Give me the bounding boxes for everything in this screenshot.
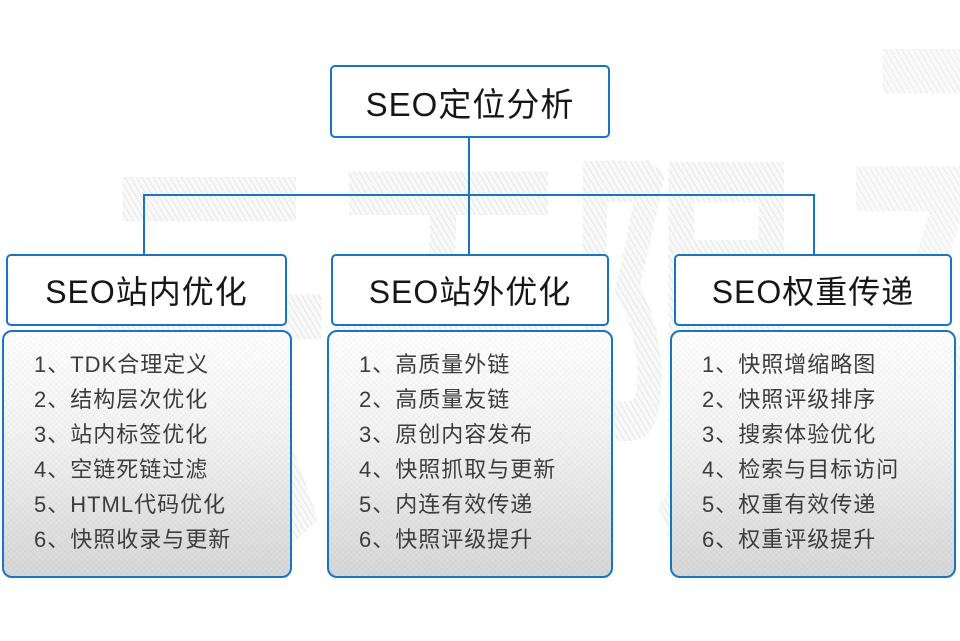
connector-drop-col3 <box>813 196 815 254</box>
list-item: 4、检索与目标访问 <box>702 457 900 482</box>
list-item: 2、高质量友链 <box>359 387 511 412</box>
list-item: 3、搜索体验优化 <box>702 422 877 447</box>
column-header-onsite: SEO站内优化 <box>6 254 287 326</box>
list-item: 2、快照评级排序 <box>702 387 877 412</box>
list-item: 6、快照收录与更新 <box>34 527 232 552</box>
list-item: 4、空链死链过滤 <box>34 457 209 482</box>
list-item: 5、权重有效传递 <box>702 492 877 517</box>
column-header-weight-transfer: SEO权重传递 <box>674 254 952 326</box>
root-node-seo-positioning: SEO定位分析 <box>330 65 610 138</box>
list-item: 6、快照评级提升 <box>359 527 534 552</box>
list-item: 3、站内标签优化 <box>34 422 209 447</box>
panel-offsite-items: 1、高质量外链 2、高质量友链 3、原创内容发布 4、快照抓取与更新 5、内连有… <box>327 330 613 578</box>
list-item: 3、原创内容发布 <box>359 422 534 447</box>
list-item: 2、结构层次优化 <box>34 387 209 412</box>
list-item: 5、内连有效传递 <box>359 492 534 517</box>
panel-onsite-items: 1、TDK合理定义 2、结构层次优化 3、站内标签优化 4、空链死链过滤 5、H… <box>2 330 292 578</box>
connector-root-vertical <box>468 136 470 196</box>
item-list: 1、TDK合理定义 2、结构层次优化 3、站内标签优化 4、空链死链过滤 5、H… <box>4 332 290 557</box>
column-header-offsite: SEO站外优化 <box>331 254 609 326</box>
column-header-title: SEO站内优化 <box>45 274 248 310</box>
panel-weight-transfer-items: 1、快照增缩略图 2、快照评级排序 3、搜索体验优化 4、检索与目标访问 5、权… <box>670 330 956 578</box>
connector-drop-col1 <box>143 196 145 254</box>
connector-horizontal-bus <box>143 194 815 196</box>
list-item: 1、快照增缩略图 <box>702 352 877 377</box>
column-header-title: SEO权重传递 <box>711 274 915 310</box>
list-item: 6、权重评级提升 <box>702 527 877 552</box>
column-header-title: SEO站外优化 <box>368 274 572 310</box>
list-item: 1、高质量外链 <box>359 352 511 377</box>
item-list: 1、快照增缩略图 2、快照评级排序 3、搜索体验优化 4、检索与目标访问 5、权… <box>672 332 954 557</box>
list-item: 4、快照抓取与更新 <box>359 457 557 482</box>
list-item: 1、TDK合理定义 <box>34 352 210 377</box>
connector-drop-col2 <box>468 196 470 254</box>
root-node-title: SEO定位分析 <box>365 85 575 123</box>
list-item: 5、HTML代码优化 <box>34 492 227 517</box>
item-list: 1、高质量外链 2、高质量友链 3、原创内容发布 4、快照抓取与更新 5、内连有… <box>329 332 611 557</box>
